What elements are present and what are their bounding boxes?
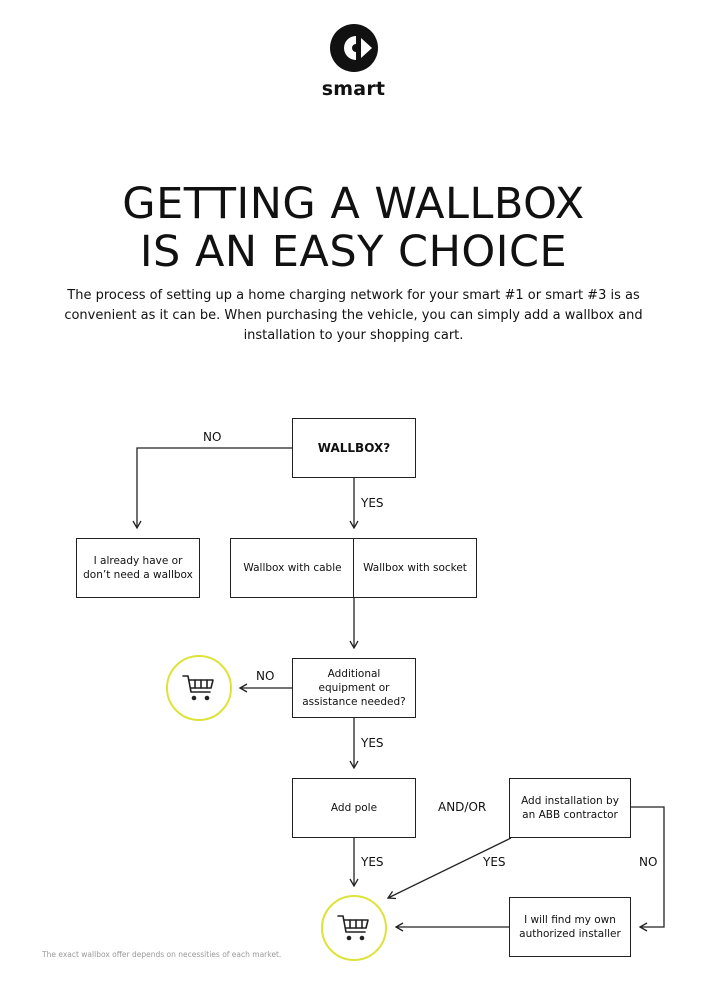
add-installation-box: Add installation by an ABB contractor xyxy=(509,778,631,838)
own-installer-box: I will find my own authorized installer xyxy=(509,897,631,957)
shopping-cart-icon xyxy=(182,675,214,701)
page-title-line-2: IS AN EASY CHOICE xyxy=(139,227,568,277)
brand-logo: smart xyxy=(0,22,707,100)
label-yes-additional: YES xyxy=(361,736,384,750)
smart-logo-icon xyxy=(329,24,378,72)
brand-wordmark: smart xyxy=(321,78,386,100)
label-yes-installation: YES xyxy=(483,855,506,869)
connector-no-wallbox xyxy=(132,447,292,530)
connector-installation-no xyxy=(631,806,665,932)
footnote: The exact wallbox offer depends on neces… xyxy=(42,950,282,959)
label-no-wallbox: NO xyxy=(203,430,222,444)
wallbox-with-cable-box: Wallbox with cable xyxy=(230,538,355,598)
wallbox-with-socket-box: Wallbox with socket xyxy=(353,538,477,598)
shopping-cart-icon xyxy=(337,915,369,941)
connector-installation-yes xyxy=(386,837,512,900)
wallbox-question-box: WALLBOX? xyxy=(292,418,416,478)
no-wallbox-box: I already have or don’t need a wallbox xyxy=(76,538,200,598)
label-and-or: AND/OR xyxy=(438,800,487,814)
label-yes-pole: YES xyxy=(361,855,384,869)
cart-circle-top xyxy=(166,655,232,721)
page-title-line-1: GETTING A WALLBOX xyxy=(122,179,585,229)
intro-paragraph: The process of setting up a home chargin… xyxy=(64,288,643,343)
label-no-additional: NO xyxy=(256,669,275,683)
label-yes-wallbox: YES xyxy=(361,496,384,510)
cart-circle-bottom xyxy=(321,895,387,961)
add-pole-box: Add pole xyxy=(292,778,416,838)
label-no-installation: NO xyxy=(639,855,658,869)
additional-equipment-box: Additional equipment or assistance neede… xyxy=(292,658,416,718)
